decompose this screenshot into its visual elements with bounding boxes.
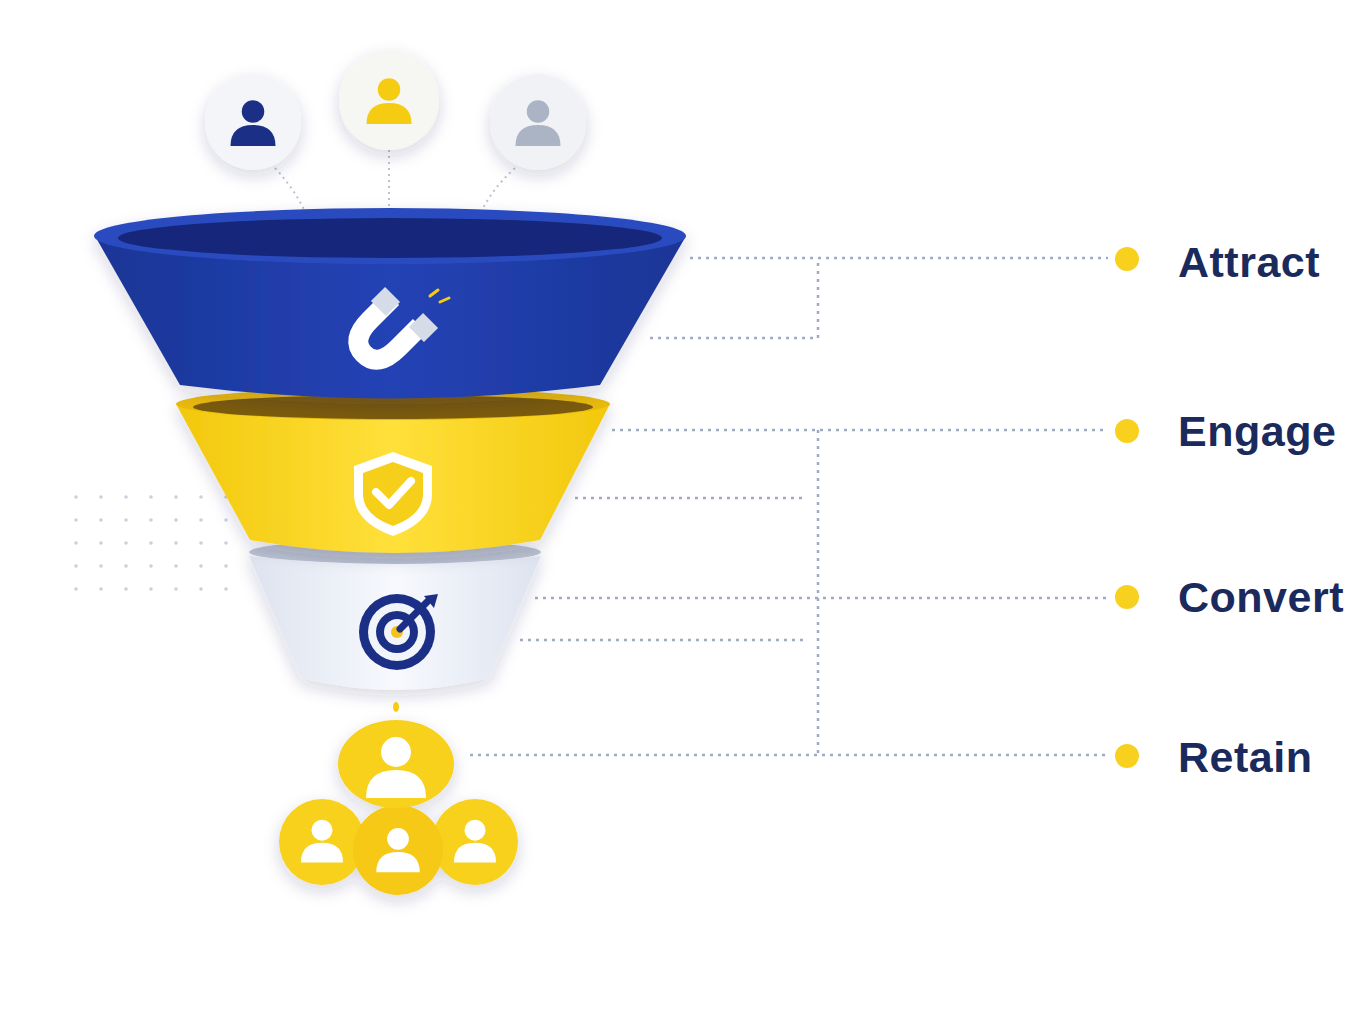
person-icon bbox=[301, 820, 343, 863]
grid-dot bbox=[124, 564, 128, 568]
person-icon bbox=[376, 828, 420, 872]
grid-dot bbox=[99, 564, 103, 568]
stage-label: Convert bbox=[1178, 570, 1344, 624]
grid-dot bbox=[74, 495, 78, 499]
engage-section bbox=[176, 388, 610, 553]
people-bubbles bbox=[205, 50, 586, 170]
grid-dot bbox=[149, 518, 153, 522]
grid-dot bbox=[174, 564, 178, 568]
grid-dot bbox=[99, 541, 103, 545]
grid-dot bbox=[124, 587, 128, 591]
grid-dot bbox=[174, 541, 178, 545]
person-icon bbox=[231, 100, 276, 146]
grid-dot bbox=[199, 587, 203, 591]
grid-dot bbox=[149, 564, 153, 568]
grid-dot bbox=[224, 587, 228, 591]
grid-dot bbox=[74, 587, 78, 591]
grid-dot bbox=[99, 495, 103, 499]
grid-dot bbox=[124, 518, 128, 522]
grid-dot bbox=[199, 518, 203, 522]
target-icon bbox=[359, 594, 448, 670]
attract-section bbox=[94, 208, 686, 399]
grid-dot bbox=[74, 541, 78, 545]
retained-people bbox=[279, 720, 518, 895]
person-icon bbox=[454, 820, 496, 863]
stage-label: Retain bbox=[1178, 730, 1312, 784]
label-dots bbox=[1115, 247, 1139, 768]
convert-section bbox=[249, 540, 541, 690]
grid-dot bbox=[224, 564, 228, 568]
magnet-icon bbox=[358, 290, 449, 360]
grid-dot bbox=[199, 564, 203, 568]
stage-label: Attract bbox=[1178, 235, 1320, 289]
shield-icon bbox=[354, 452, 432, 536]
grid-dot bbox=[174, 518, 178, 522]
grid-dot bbox=[224, 541, 228, 545]
stage-label: Engage bbox=[1178, 404, 1336, 458]
person-icon bbox=[366, 737, 426, 798]
grid-dot bbox=[149, 541, 153, 545]
grid-dot bbox=[99, 518, 103, 522]
drop bbox=[393, 702, 399, 712]
grid-dot bbox=[174, 495, 178, 499]
grid-dot bbox=[149, 495, 153, 499]
dot-grid bbox=[74, 495, 228, 591]
grid-dot bbox=[224, 518, 228, 522]
grid-dot bbox=[124, 495, 128, 499]
grid-dot bbox=[174, 587, 178, 591]
grid-dot bbox=[74, 518, 78, 522]
grid-dot bbox=[124, 541, 128, 545]
grid-dot bbox=[199, 541, 203, 545]
person-icon bbox=[367, 78, 412, 124]
grid-dot bbox=[99, 587, 103, 591]
grid-dot bbox=[199, 495, 203, 499]
person-icon bbox=[516, 100, 561, 146]
grid-dot bbox=[74, 564, 78, 568]
grid-dot bbox=[149, 587, 153, 591]
